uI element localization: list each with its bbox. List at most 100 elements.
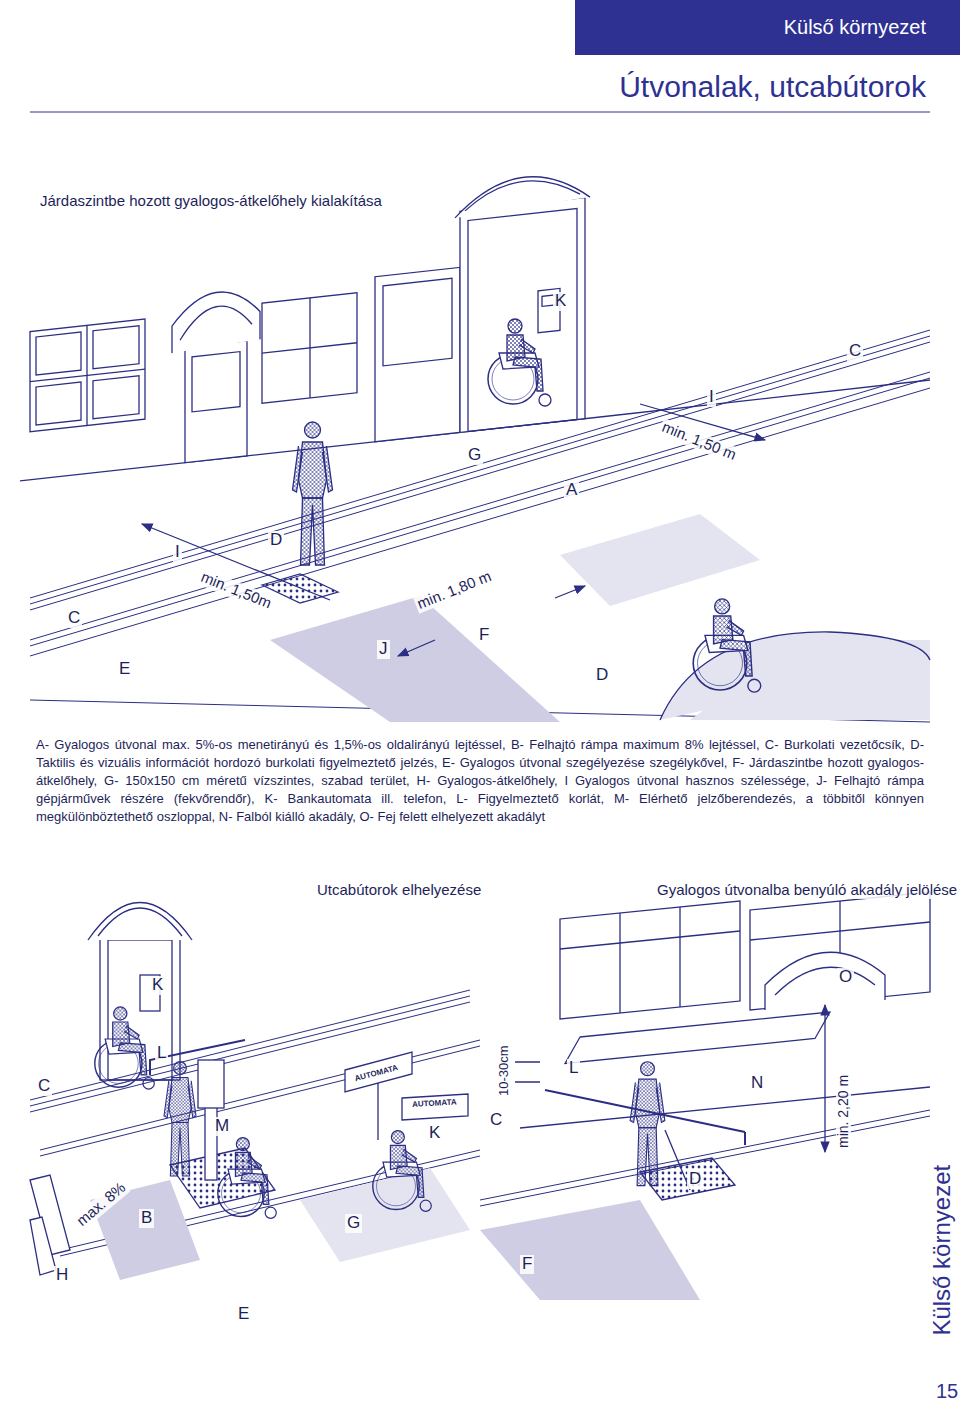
facade-part bbox=[185, 341, 247, 463]
callout-letter: N bbox=[749, 1074, 765, 1093]
callout-letter: C bbox=[488, 1111, 504, 1130]
street-furniture-scene-part bbox=[198, 1060, 224, 1108]
street-furniture-scene-part bbox=[218, 1138, 276, 1219]
facade-part bbox=[172, 288, 260, 353]
callout-letter: M bbox=[213, 1117, 231, 1136]
facade-part bbox=[460, 198, 585, 433]
callout-letter: A bbox=[564, 481, 579, 500]
obstacle-scene-part bbox=[520, 882, 930, 1128]
facade-part bbox=[93, 326, 139, 369]
callout-letter: G bbox=[345, 1214, 362, 1233]
header-band: Külső környezet bbox=[575, 0, 960, 55]
obstacle-scene-part-part bbox=[560, 901, 740, 1019]
callout-letter: K bbox=[150, 976, 165, 995]
street-furniture-scene-part bbox=[150, 1040, 245, 1075]
obstacle-scene-part-part bbox=[679, 907, 680, 1007]
obstacle-scene-part bbox=[775, 967, 875, 995]
top-scene-part bbox=[488, 319, 551, 406]
facade-part bbox=[262, 343, 357, 353]
obstacle-scene-part-part bbox=[560, 931, 740, 949]
obstacle-scene-part-part bbox=[565, 1012, 830, 1064]
facade-part bbox=[468, 209, 577, 432]
obstacle-scene-part-part bbox=[619, 913, 620, 1013]
section-heading: Gyalogos útvonalba benyúló akadály jelöl… bbox=[655, 882, 959, 899]
obstacle-scene-part-part bbox=[750, 892, 930, 1010]
callout-letter: D bbox=[268, 531, 284, 550]
facade-part bbox=[383, 278, 452, 366]
top-scene-part bbox=[30, 330, 930, 610]
callout-letter: E bbox=[236, 1305, 251, 1324]
facade-part bbox=[36, 382, 81, 425]
page-number: 15 bbox=[934, 1380, 960, 1401]
callout-letter: L bbox=[155, 1044, 168, 1063]
callout-letter: O bbox=[837, 968, 854, 987]
obstacle-scene bbox=[480, 882, 930, 1300]
section-heading: Utcabútorok elhelyezése bbox=[315, 882, 483, 899]
dimension: min. 2,20 m bbox=[836, 1073, 851, 1150]
obstacle-scene-part bbox=[744, 1132, 746, 1145]
top-scene-part bbox=[398, 640, 435, 656]
top-scene-part bbox=[270, 596, 560, 722]
callout-letter: D bbox=[594, 666, 610, 685]
facade-part bbox=[262, 293, 357, 403]
callout-letter: B bbox=[139, 1209, 154, 1228]
street-furniture-scene-part bbox=[373, 1131, 432, 1212]
facade-part bbox=[30, 319, 145, 432]
obstacle-scene-part bbox=[480, 1200, 700, 1300]
side-tab-text: Külső környezet bbox=[929, 1163, 955, 1338]
callout-letter: D bbox=[687, 1170, 703, 1189]
street-furniture-scene-part bbox=[402, 1094, 468, 1120]
callout-letter: C bbox=[36, 1077, 52, 1096]
dimension: min. 1,80 m bbox=[413, 567, 496, 613]
callout-letter: F bbox=[477, 626, 491, 645]
facade-part bbox=[192, 352, 240, 412]
top-scene-part bbox=[293, 422, 333, 565]
facade-part bbox=[375, 267, 460, 441]
callout-letter: C bbox=[66, 609, 82, 628]
top-scene-part bbox=[555, 586, 585, 598]
callout-letter: C bbox=[847, 342, 863, 361]
street-furniture-scene-part bbox=[98, 908, 182, 936]
street-furniture-scene-part bbox=[95, 1007, 154, 1089]
callout-letter: H bbox=[54, 1266, 70, 1285]
header-rule bbox=[30, 112, 930, 113]
obstacle-scene-part bbox=[630, 1062, 665, 1186]
facade-part bbox=[180, 303, 252, 341]
legend-caption: A- Gyalogos útvonal max. 5%-os menetirán… bbox=[36, 736, 924, 826]
street-furniture-scene-part bbox=[30, 1175, 70, 1275]
callout-letter: E bbox=[117, 660, 132, 679]
callout-letter: K bbox=[553, 292, 568, 311]
obstacle-scene-part-part bbox=[750, 922, 930, 940]
top-scene-part bbox=[560, 514, 760, 606]
street-furniture-scene-part bbox=[40, 1040, 480, 1156]
obstacle-scene-part bbox=[824, 1005, 825, 1152]
street-furniture-scene-part bbox=[300, 1168, 470, 1262]
callout-letter: G bbox=[466, 446, 483, 465]
facade-part bbox=[93, 376, 139, 419]
callout-letter: I bbox=[173, 543, 182, 562]
facade-part bbox=[465, 175, 580, 211]
callout-letter: K bbox=[427, 1124, 442, 1143]
callout-letter: F bbox=[520, 1255, 534, 1274]
callout-letter: I bbox=[707, 388, 716, 407]
obstacle-scene-part bbox=[515, 1062, 540, 1082]
street-furniture-scene-part-part bbox=[30, 1217, 56, 1275]
obstacle-scene-part bbox=[480, 1110, 930, 1206]
top-scene-part bbox=[693, 599, 761, 692]
section-heading: Járdaszintbe hozott gyalogos-átkelőhely … bbox=[38, 193, 384, 210]
obstacle-scene-part bbox=[765, 952, 885, 1010]
dimension: 10-30cm bbox=[497, 1043, 511, 1098]
facade-part bbox=[455, 170, 590, 218]
street-furniture-scene-part bbox=[377, 1083, 378, 1140]
facade-part bbox=[30, 369, 145, 382]
facade-part bbox=[36, 332, 81, 375]
page-title: Útvonalak, utcabútorok bbox=[619, 70, 926, 103]
header-text: Külső környezet bbox=[784, 16, 926, 39]
street-furniture-scene bbox=[30, 903, 480, 1281]
dimension: min. 1,50m bbox=[197, 568, 276, 613]
top-scene-part bbox=[30, 372, 930, 656]
callout-letter: J bbox=[377, 640, 390, 659]
street-furniture-scene-part bbox=[164, 1062, 196, 1176]
top-scene bbox=[20, 169, 930, 722]
